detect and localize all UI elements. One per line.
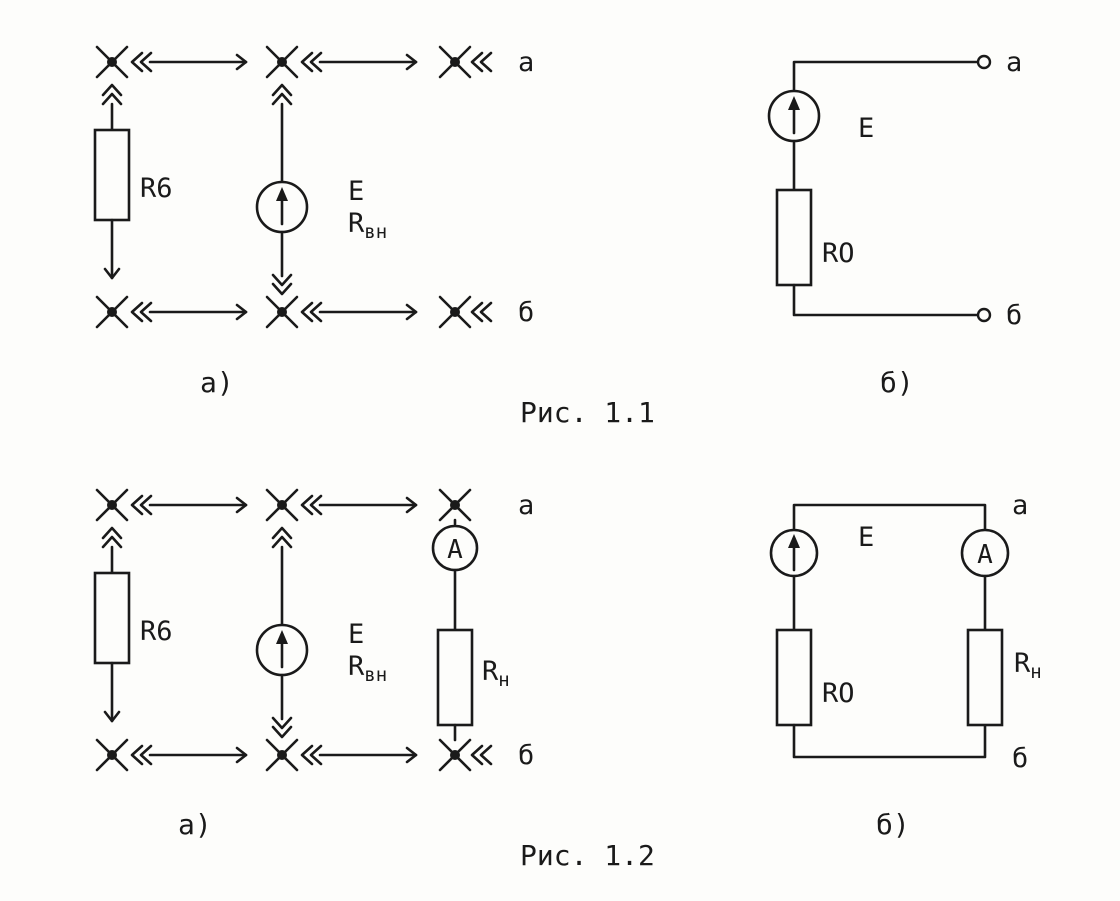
fig2a-resistor-r6[interactable] xyxy=(93,571,131,665)
fig2a-connector xyxy=(101,526,123,549)
fig2a-resistor-label: R6 xyxy=(140,616,173,647)
fig1b-wire[interactable] xyxy=(792,283,980,317)
fig2b-load-resistor[interactable] xyxy=(966,628,1004,727)
fig1b-terminal-a-pin[interactable] xyxy=(976,54,992,70)
fig2a-connector xyxy=(470,744,493,766)
fig2b-source-label: E xyxy=(858,522,874,553)
fig2b-ammeter-label: A xyxy=(977,540,993,570)
fig1a-connector xyxy=(271,273,293,296)
fig1b-schematic: a б E RO б) xyxy=(767,47,1022,399)
fig1b-terminal-b-pin[interactable] xyxy=(976,307,992,323)
fig2a-node[interactable] xyxy=(438,488,472,522)
fig2a-terminal-a: a xyxy=(518,490,534,521)
fig2a-schematic: R6 E Rвн A Rн a б а) xyxy=(93,488,534,841)
fig2b-resistor-r0[interactable] xyxy=(775,628,813,727)
fig1a-node[interactable] xyxy=(95,295,129,329)
fig2-caption: Рис. 1.2 xyxy=(520,839,655,872)
fig1b-wire[interactable] xyxy=(792,60,980,92)
fig1a-connector xyxy=(300,301,323,323)
fig2b-terminal-b: б xyxy=(1012,743,1028,774)
fig1a-connector xyxy=(101,83,123,106)
fig1b-terminal-b: б xyxy=(1006,300,1022,331)
fig2b-wire[interactable] xyxy=(792,723,987,759)
fig1a-connector xyxy=(271,83,293,106)
fig1a-connector xyxy=(130,51,153,73)
fig1a-node[interactable] xyxy=(438,295,472,329)
fig2b-load-label: Rн xyxy=(1014,648,1042,683)
fig2b-schematic: A E RO Rн a б б) xyxy=(769,490,1042,841)
fig1a-resistor-label: R6 xyxy=(140,173,173,204)
fig2a-sublabel: а) xyxy=(178,808,212,841)
fig2b-sublabel: б) xyxy=(876,808,910,841)
fig1a-connector xyxy=(470,51,493,73)
fig1a-node[interactable] xyxy=(265,295,299,329)
fig1a-source-r-label: Rвн xyxy=(348,208,387,243)
fig2a-connector xyxy=(300,744,323,766)
fig2a-node[interactable] xyxy=(265,738,299,772)
fig2a-load-resistor[interactable] xyxy=(436,628,474,727)
fig2a-connector xyxy=(130,494,153,516)
fig2a-source-e-label: E xyxy=(348,619,364,650)
fig2a-connector xyxy=(271,716,293,739)
fig2a-ammeter-label: A xyxy=(447,535,463,565)
fig1a-connector xyxy=(130,301,153,323)
fig2a-load-label: Rн xyxy=(482,656,510,691)
fig1a-sublabel: а) xyxy=(200,366,234,399)
fig2a-terminal-b: б xyxy=(518,740,534,771)
fig2a-connector xyxy=(300,494,323,516)
fig1b-source-label: E xyxy=(858,113,874,144)
fig1-caption: Рис. 1.1 xyxy=(520,396,655,429)
fig1a-schematic: R6 E Rвн a б а) xyxy=(93,45,534,399)
fig1b-terminal-a: a xyxy=(1006,47,1022,78)
fig1a-source-e-label: E xyxy=(348,176,364,207)
fig1a-terminal-a: a xyxy=(518,47,534,78)
fig2a-node[interactable] xyxy=(438,738,472,772)
fig1a-node[interactable] xyxy=(265,45,299,79)
fig2a-connector xyxy=(130,744,153,766)
fig2a-source-r-label: Rвн xyxy=(348,651,387,686)
fig1b-resistor-label: RO xyxy=(822,238,855,269)
fig1a-node[interactable] xyxy=(438,45,472,79)
fig1a-node[interactable] xyxy=(95,45,129,79)
fig2a-node[interactable] xyxy=(95,738,129,772)
fig2a-connector xyxy=(271,526,293,549)
fig2b-wire[interactable] xyxy=(792,503,987,532)
fig1a-terminal-b: б xyxy=(518,297,534,328)
fig2b-resistor-label: RO xyxy=(822,678,855,709)
fig2b-terminal-a: a xyxy=(1012,490,1028,521)
fig1a-connector xyxy=(300,51,323,73)
fig2a-node[interactable] xyxy=(95,488,129,522)
fig1b-sublabel: б) xyxy=(880,366,914,399)
fig1a-connector xyxy=(470,301,493,323)
fig2a-node[interactable] xyxy=(265,488,299,522)
fig1a-resistor-r6[interactable] xyxy=(93,128,131,222)
fig1b-resistor-r0[interactable] xyxy=(775,188,813,287)
